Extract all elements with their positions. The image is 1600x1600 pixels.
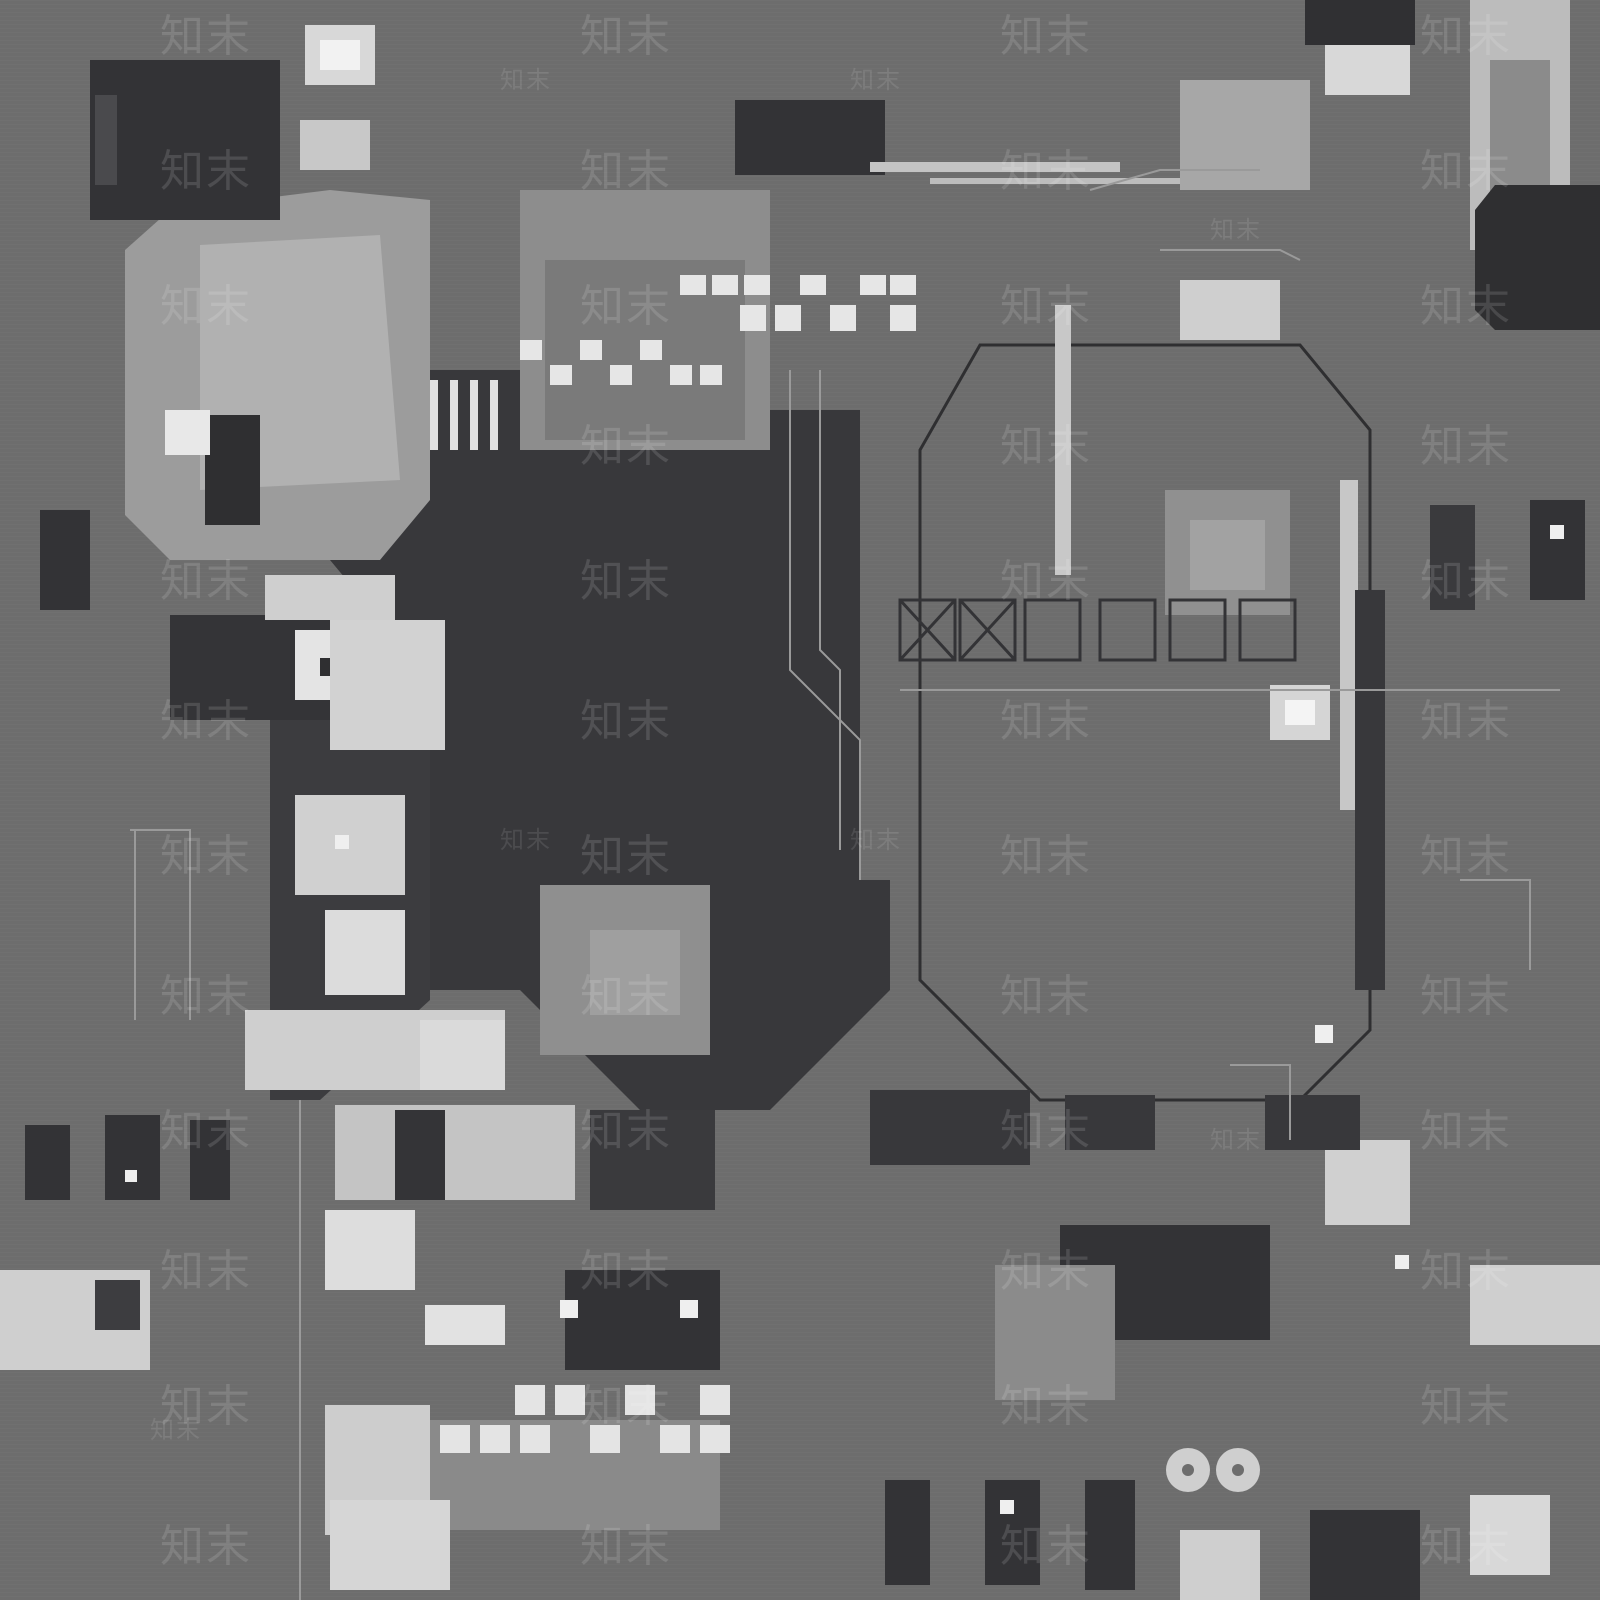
processor-side-light [330, 620, 445, 750]
left-light-block-4 [420, 1020, 505, 1090]
bar-grill-4 [490, 380, 498, 450]
left-light-block-1 [295, 795, 405, 895]
white-chip-mid-right-core [1285, 700, 1315, 725]
left-chip-small-3 [190, 1120, 230, 1200]
bottom-right-grey-chip [995, 1265, 1115, 1400]
top-dark-bracket [735, 100, 885, 175]
small-dark-plug [205, 415, 260, 525]
bottom-dark-row-3 [1265, 1095, 1360, 1150]
grey-chip-center-inner [590, 930, 680, 1015]
bar-grill-2 [450, 380, 458, 450]
bottom-white-d [1180, 1530, 1260, 1600]
right-dark-chip [1475, 185, 1600, 330]
bottom-right-dark-tall [1310, 1510, 1420, 1600]
dial-1-hub [1182, 1464, 1194, 1476]
top-rail [870, 162, 1120, 172]
bar-grill-1 [430, 380, 438, 450]
bottom-dark-row-2 [1065, 1095, 1155, 1150]
bottom-white-stack [325, 1210, 415, 1290]
bar-grill-3 [470, 380, 478, 450]
bottom-left-dark-2 [590, 1110, 715, 1210]
bottom-dark-row [870, 1090, 1030, 1165]
right-dark-column [1355, 590, 1385, 990]
vertical-light-rail [1055, 305, 1071, 575]
central-dark-slab [330, 370, 890, 1110]
left-small-chip [40, 510, 90, 610]
right-chip-right-2 [1530, 500, 1585, 600]
x-box-row [898, 598, 1297, 662]
top-left-chip-ribs [95, 95, 117, 185]
left-chip-small-1 [25, 1125, 70, 1200]
left-chip-small-2 [105, 1115, 160, 1200]
white-key-row [520, 275, 916, 385]
top-right-dark-chip [1305, 0, 1415, 45]
white-pin-dots [125, 525, 1564, 1514]
dial-2-hub [1232, 1464, 1244, 1476]
white-pad [165, 410, 210, 455]
far-left-grill [95, 1280, 140, 1330]
right-vertical-rail [1340, 480, 1358, 810]
left-light-block-2 [325, 910, 405, 995]
top-chip-white-core [320, 40, 360, 70]
bottom-white-wedge [425, 1305, 505, 1345]
bottom-light-block [330, 1500, 450, 1590]
bottom-chip-a [885, 1480, 930, 1585]
bottom-left-dark [395, 1110, 445, 1200]
bottom-white-e [1470, 1495, 1550, 1575]
bottom-chip-c [1085, 1480, 1135, 1590]
bottom-dark-bracket [565, 1270, 720, 1370]
far-right-panel [1470, 1265, 1600, 1345]
bottom-chip-b [985, 1480, 1040, 1585]
right-chip-right [1430, 505, 1475, 610]
bottom-white-keys [440, 1385, 730, 1453]
top-right-light-wedge [1180, 80, 1310, 190]
right-grey-chip-inner [1190, 520, 1265, 590]
top-rail-2 [930, 178, 1260, 184]
bottom-right-light [1325, 1140, 1410, 1225]
right-connector [1180, 280, 1280, 340]
top-left-chip-dark [90, 60, 280, 220]
processor-panel-light [265, 575, 395, 620]
bottom-left-module [335, 1105, 575, 1200]
connector-strip [300, 120, 370, 170]
circuit-traces [130, 169, 1560, 1600]
